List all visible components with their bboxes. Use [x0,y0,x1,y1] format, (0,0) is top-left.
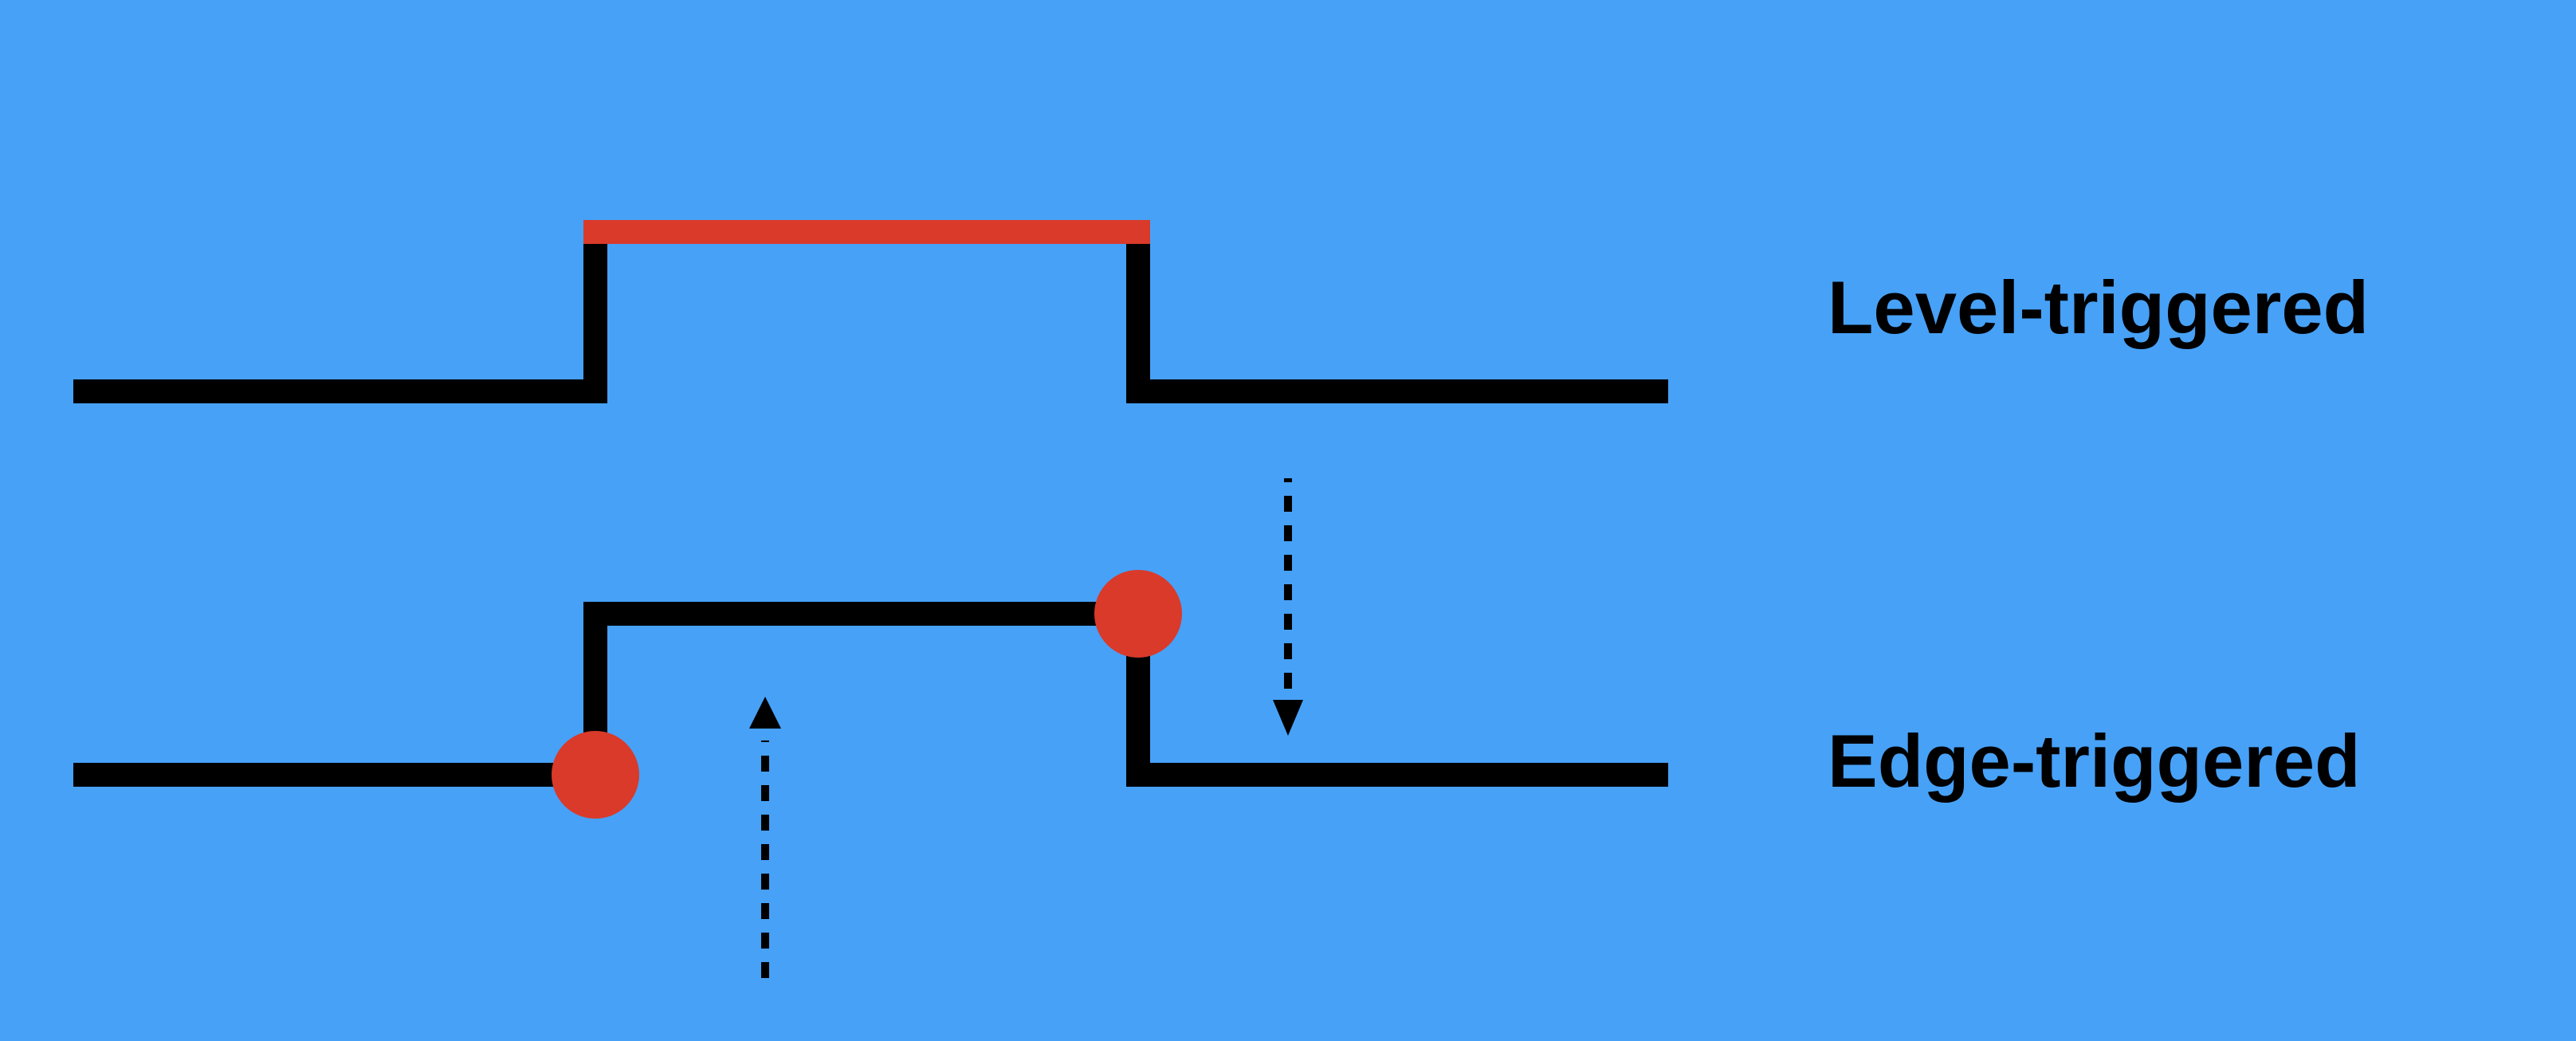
falling-edge-marker-dot-icon [1094,570,1182,658]
edge-triggered-label: Edge-triggered [1828,719,2361,803]
edge-signal-trace [73,602,1668,787]
level-signal-trace [73,220,1668,403]
falling-edge-arrow-down-icon [1273,478,1303,736]
rising-edge-marker-dot-icon [552,731,639,819]
arrow-up-head [749,697,781,729]
level-triggered-waveform: Level-triggered [73,220,2369,403]
edge-triggered-waveform: Edge-triggered [73,478,2361,978]
rising-edge-arrow-up-icon [749,697,781,978]
level-triggered-label: Level-triggered [1828,265,2369,349]
arrow-down-head [1273,700,1303,736]
